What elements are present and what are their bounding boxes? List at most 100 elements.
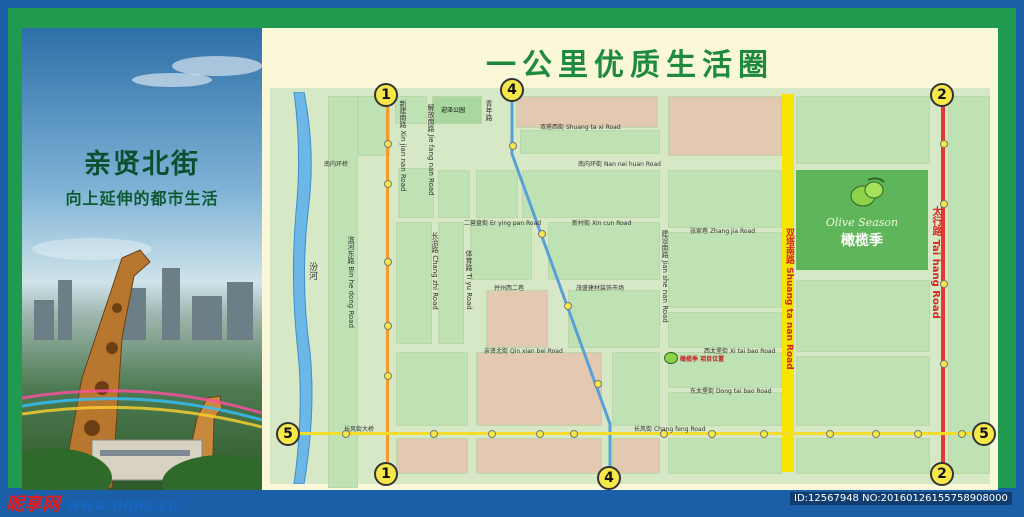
bus-stop[interactable]: [384, 258, 392, 266]
road-label-jiefangnan: 解放南路 Jie fang nan Road: [427, 104, 435, 196]
city-block: [470, 222, 532, 280]
bus-stop[interactable]: [958, 430, 966, 438]
bus-stop[interactable]: [940, 140, 948, 148]
bus-stop[interactable]: [708, 430, 716, 438]
shuangta-road: [782, 94, 794, 472]
road-label-shuangtanan: 双塔南路 Shuang ta nan Road: [784, 228, 794, 370]
slogan-subtitle: 向上延伸的都市生活: [65, 189, 219, 208]
bus-stop[interactable]: [940, 280, 948, 288]
city-block: [568, 290, 660, 348]
bus-stop[interactable]: [538, 230, 546, 238]
line-4-badge-bottom[interactable]: 4: [597, 466, 621, 490]
river-label: 汾河: [307, 262, 317, 280]
city-block: [328, 96, 358, 488]
city-block: [438, 170, 470, 218]
city-block: [476, 352, 602, 426]
road-label-shuangta-xi: 双塔西街 Shuang ta xi Road: [540, 124, 621, 131]
city-block: [668, 96, 782, 156]
city-block: [796, 280, 930, 352]
road-label-maosheng: 茂盛建材装饰市场: [576, 285, 625, 292]
line-2-badge-top[interactable]: 2: [930, 83, 954, 107]
city-block: [522, 170, 660, 218]
line-1-badge-bottom[interactable]: 1: [374, 462, 398, 486]
project-location-icon[interactable]: [664, 352, 678, 364]
map-title: 一公里优质生活圈: [486, 48, 774, 83]
bus-stop[interactable]: [384, 140, 392, 148]
road-label-zhangjia: 张家巷 Zhang jia Road: [690, 228, 756, 235]
park-label: 迎泽公园: [441, 107, 466, 114]
bus-stop[interactable]: [509, 142, 517, 150]
city-block: [668, 392, 782, 426]
watermark-id: ID:12567948 NO:20160126155758908000: [790, 492, 1012, 505]
project-location-label: 橄榄季 项目位置: [680, 356, 725, 363]
road-label-erying: 二营盘街 Er ying pan Road: [464, 220, 542, 227]
city-block: [948, 96, 990, 474]
bus-stop[interactable]: [342, 430, 350, 438]
olive-logo-icon: [850, 177, 885, 207]
cloud: [32, 238, 152, 260]
line-5-badge-left[interactable]: 5: [276, 422, 300, 446]
bus-stop[interactable]: [660, 430, 668, 438]
bus-stop[interactable]: [564, 302, 572, 310]
road-label-xitaibao: 西太堡街 Xi tai bao Road: [704, 348, 776, 355]
bus-stop[interactable]: [384, 372, 392, 380]
line-2-badge-bottom[interactable]: 2: [930, 462, 954, 486]
bus-stop[interactable]: [384, 322, 392, 330]
bus-stop[interactable]: [872, 430, 880, 438]
city-block: [486, 290, 548, 348]
city-block: [668, 352, 782, 388]
road-label-changzhi: 长治路 Chang zhi Road: [431, 232, 439, 310]
bus-stop[interactable]: [940, 360, 948, 368]
bus-stop[interactable]: [384, 180, 392, 188]
bus-stop[interactable]: [536, 430, 544, 438]
road-label-nanneihuan-bridge: 南内环桥: [324, 161, 349, 168]
line-4-badge-top[interactable]: 4: [500, 78, 524, 102]
bus-stop[interactable]: [760, 430, 768, 438]
city-building: [227, 282, 253, 340]
road-label-xincun: 新村街 Xin cun Road: [572, 220, 632, 227]
city-block: [476, 438, 602, 474]
road-label-changfeng: 长风街 Chang feng Road: [634, 426, 706, 433]
road-label-bingzhou: 并州西二巷: [494, 285, 525, 292]
road-label-tiyu: 体育路 Ti yu Road: [465, 250, 473, 310]
fen-river: [292, 92, 313, 484]
city-block: [548, 222, 660, 280]
city-block: [796, 438, 930, 474]
bus-stop[interactable]: [940, 200, 948, 208]
city-block: [398, 168, 434, 218]
city-block: [396, 438, 468, 474]
bus-stop[interactable]: [570, 430, 578, 438]
line-1-route: [386, 94, 389, 472]
city-block: [668, 232, 782, 308]
city-block: [396, 352, 468, 426]
bus-stop[interactable]: [430, 430, 438, 438]
road-label-nanneihuan: 南内环街 Nan nei huan Road: [578, 161, 661, 168]
bus-stop[interactable]: [914, 430, 922, 438]
city-block: [520, 130, 660, 154]
road-label-binhedong: 滨河东路 Bin he dong Road: [347, 236, 355, 329]
city-block: [796, 96, 930, 164]
line-4-route: [510, 94, 612, 472]
brand-name-en: Olive Season: [825, 216, 899, 229]
bus-stop[interactable]: [488, 430, 496, 438]
slogan-title: 亲贤北街: [84, 149, 200, 180]
city-block: [476, 170, 518, 218]
city-building: [162, 268, 180, 340]
city-block: [516, 96, 658, 128]
park-block: 迎泽公园: [432, 96, 482, 124]
line-5-badge-right[interactable]: 5: [972, 422, 996, 446]
giraffe-illustration: [22, 249, 262, 490]
city-building: [34, 300, 54, 340]
road-label-qingnian: 青年路: [485, 100, 493, 121]
cloud: [132, 73, 212, 87]
left-photo-panel: 亲贤北街 向上延伸的都市生活: [22, 28, 262, 490]
city-block: [396, 222, 432, 344]
city-block: [438, 222, 464, 344]
bus-stop[interactable]: [826, 430, 834, 438]
bus-stop[interactable]: [594, 380, 602, 388]
road-label-dongtaibao: 东太堡街 Dong tai bao Road: [690, 388, 772, 395]
olive-season-site[interactable]: Olive Season 橄榄季: [796, 170, 928, 270]
city-block: [668, 312, 782, 348]
city-block: [668, 170, 782, 228]
line-1-badge-top[interactable]: 1: [374, 83, 398, 107]
